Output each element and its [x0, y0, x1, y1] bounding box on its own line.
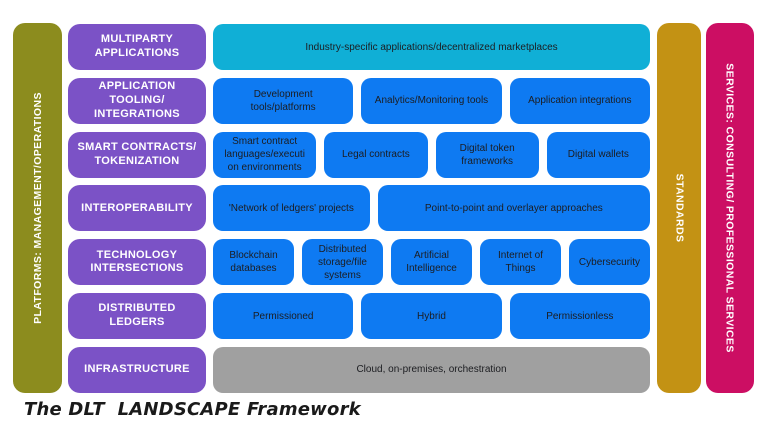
box-distributed-storage: Distributed storage/file systems	[302, 239, 383, 286]
row-technology-intersections: TECHNOLOGY INTERSECTIONS Blockchain data…	[68, 239, 650, 286]
box-network-of-ledgers: 'Network of ledgers' projects	[213, 185, 370, 232]
platforms-bar-label: PLATFORMS: MANAGEMENT/OPERATIONS	[31, 92, 44, 324]
box-permissionless: Permissionless	[509, 293, 650, 340]
standards-bar-label: STANDARDS	[673, 173, 685, 243]
row-content: Permissioned Hybrid Permissionless	[213, 293, 650, 340]
row-label-distributed-ledgers: DISTRIBUTED LEDGERS	[68, 293, 206, 340]
row-label-application-tooling: APPLICATION TOOLING/ INTEGRATIONS	[68, 77, 206, 124]
row-infrastructure: INFRASTRUCTURE Cloud, on-premises, orche…	[68, 346, 650, 393]
row-label-interoperability: INTEROPERABILITY	[68, 185, 206, 232]
row-smart-contracts: SMART CONTRACTS/ TOKENIZATION Smart cont…	[68, 131, 650, 178]
box-artificial-intelligence: Artificial Intelligence	[391, 239, 472, 286]
box-development-tools: Development tools/platforms	[213, 77, 354, 124]
layer-rows: MULTIPARTY APPLICATIONS Industry-specifi…	[68, 23, 650, 393]
row-label-infrastructure: INFRASTRUCTURE	[68, 346, 206, 393]
platforms-bar: PLATFORMS: MANAGEMENT/OPERATIONS	[13, 23, 62, 393]
row-application-tooling: APPLICATION TOOLING/ INTEGRATIONS Develo…	[68, 77, 650, 124]
standards-bar-textwrap: STANDARDS	[657, 23, 701, 393]
row-multiparty-applications: MULTIPARTY APPLICATIONS Industry-specifi…	[68, 24, 650, 70]
standards-bar: STANDARDS	[657, 23, 701, 393]
box-digital-token-frameworks: Digital token frameworks	[435, 131, 539, 178]
box-point-to-point-overlayer: Point-to-point and overlayer approaches	[377, 185, 650, 232]
diagram-caption: The DLT LANDSCAPE Framework	[24, 399, 361, 420]
box-cloud-on-premises: Cloud, on-premises, orchestration	[213, 346, 650, 393]
row-label-technology-intersections: TECHNOLOGY INTERSECTIONS	[68, 239, 206, 286]
platforms-bar-textwrap: PLATFORMS: MANAGEMENT/OPERATIONS	[13, 23, 62, 393]
box-industry-specific-applications: Industry-specific applications/decentral…	[213, 24, 650, 70]
box-digital-wallets: Digital wallets	[546, 131, 650, 178]
box-internet-of-things: Internet of Things	[480, 239, 561, 286]
box-permissioned: Permissioned	[213, 293, 354, 340]
box-smart-contract-languages: Smart contract languages/executi on envi…	[213, 131, 317, 178]
row-distributed-ledgers: DISTRIBUTED LEDGERS Permissioned Hybrid …	[68, 293, 650, 340]
box-blockchain-databases: Blockchain databases	[213, 239, 294, 286]
box-legal-contracts: Legal contracts	[324, 131, 428, 178]
box-analytics-monitoring-tools: Analytics/Monitoring tools	[361, 77, 502, 124]
row-content: Smart contract languages/executi on envi…	[213, 131, 650, 178]
box-application-integrations: Application integrations	[509, 77, 650, 124]
services-bar-textwrap: SERVICES: CONSULTING/ PROFESSIONAL SERVI…	[706, 23, 754, 393]
box-cybersecurity: Cybersecurity	[569, 239, 650, 286]
row-interoperability: INTEROPERABILITY 'Network of ledgers' pr…	[68, 185, 650, 232]
dlt-landscape-diagram: PLATFORMS: MANAGEMENT/OPERATIONS MULTIPA…	[13, 23, 754, 393]
row-content: 'Network of ledgers' projects Point-to-p…	[213, 185, 650, 232]
row-content: Industry-specific applications/decentral…	[213, 24, 650, 70]
row-label-multiparty-applications: MULTIPARTY APPLICATIONS	[68, 24, 206, 70]
services-bar: SERVICES: CONSULTING/ PROFESSIONAL SERVI…	[706, 23, 754, 393]
row-content: Development tools/platforms Analytics/Mo…	[213, 77, 650, 124]
row-label-smart-contracts: SMART CONTRACTS/ TOKENIZATION	[68, 131, 206, 178]
box-hybrid: Hybrid	[361, 293, 502, 340]
row-content: Blockchain databases Distributed storage…	[213, 239, 650, 286]
row-content: Cloud, on-premises, orchestration	[213, 346, 650, 393]
services-bar-label: SERVICES: CONSULTING/ PROFESSIONAL SERVI…	[724, 63, 737, 353]
